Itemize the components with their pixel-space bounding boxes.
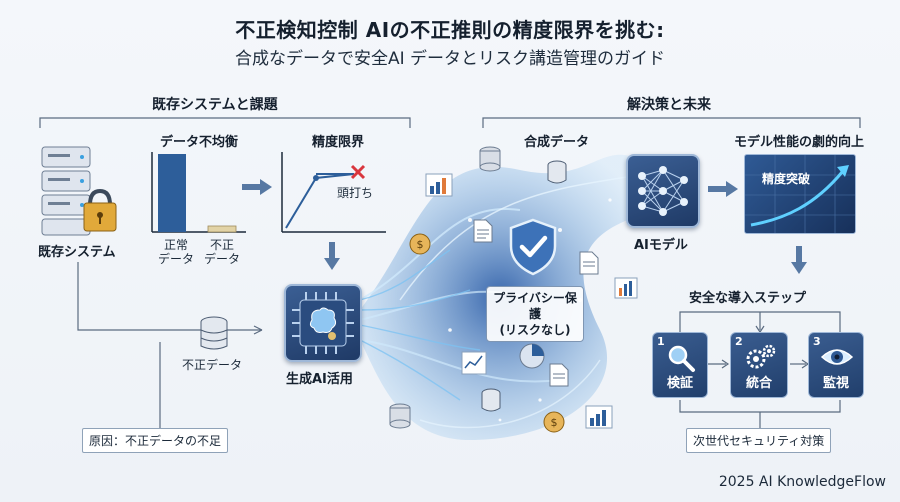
synthetic-data-label: 合成データ [524,135,590,150]
arrow-down-icon-2 [791,246,807,274]
bar-chart-icon-2 [585,405,613,429]
step-label: 検証 [666,376,693,391]
plateau-label: 頭打ち [337,186,374,200]
coin-icon-2: $ [543,411,565,433]
eye-icon [820,349,854,365]
accuracy-limit-title: 精度限界 [312,135,365,150]
bar-chart-icon [425,173,453,197]
next-gen-label: 次世代セキュリティ対策 [686,428,832,453]
breakthrough-label: 精度突破 [762,172,811,186]
footer-credit: 2025 AI KnowledgeFlow [718,474,886,490]
legacy-system-label: 既存システム [38,245,116,260]
database-icon-3 [481,388,501,412]
imbalance-bar-chart [151,152,246,233]
arrow-down-icon [324,242,340,270]
server-lock-icon [41,146,117,236]
performance-panel [744,154,856,234]
x-mark-icon [350,164,366,180]
imbalance-title: データ不均衡 [160,135,239,150]
step-verify: 1 検証 [652,332,708,398]
safe-steps-title: 安全な導入ステップ [689,291,807,306]
page-subtitle: 合成なデータで安全AI データとリスク講造管理のガイド [234,49,666,69]
coin-stack-icon-2 [389,403,411,429]
ai-brain-chip-icon [292,292,354,354]
page-title: 不正検知控制 AIの不正推則の精度限界を挑む: [235,18,665,42]
privacy-label: プライバシー保護 (リスクなし) [486,286,584,342]
performance-title: モデル性能の劇的向上 [734,135,865,150]
document-icon-2 [579,251,599,275]
document-icon [473,219,493,243]
step-monitor: 3 監視 [808,332,864,398]
fraud-data-label: 不正 データ [204,238,241,266]
privacy-label-line2: (リスクなし) [499,323,571,337]
database-icon [200,316,228,350]
shield-check-icon [509,218,557,276]
line-chart-icon [614,277,638,299]
privacy-label-line1: プライバシー保護 [493,291,577,321]
arrow-right-icon [242,179,272,195]
fraud-db-label: 不正データ [182,358,243,372]
step-label: 統合 [745,376,772,391]
step-integrate: 2 統合 [730,332,788,398]
left-section-title: 既存システムと課題 [152,97,278,113]
svg-text:$: $ [417,238,424,251]
report-icon [461,351,487,375]
ai-model-tile [626,154,700,228]
step-number: 2 [735,335,743,348]
database-icon-small [547,160,567,184]
step-number: 1 [657,335,665,348]
normal-data-bar [158,154,186,232]
cause-label: 原因：不正データの不足 [82,428,229,453]
arrow-right-icon-2 [708,181,738,197]
coin-stack-icon [479,146,501,172]
gen-ai-label: 生成AI活用 [286,372,353,387]
accuracy-limit-chart [281,152,386,233]
fraud-data-bar [207,225,237,233]
coin-icon: $ [409,233,431,255]
step-number: 3 [813,335,821,348]
step-label: 監視 [822,376,849,391]
normal-data-label: 正常 データ [158,238,195,266]
neural-network-icon [638,166,688,216]
svg-text:$: $ [551,416,558,429]
gen-ai-tile [284,284,362,362]
right-section-title: 解決策と未来 [627,97,711,113]
magnifier-icon [668,345,695,372]
rising-arrow-icon [745,155,855,233]
pie-chart-icon [519,343,545,369]
ai-model-label: AIモデル [634,238,688,253]
gears-icon [746,344,776,369]
document-icon-3 [549,363,569,387]
